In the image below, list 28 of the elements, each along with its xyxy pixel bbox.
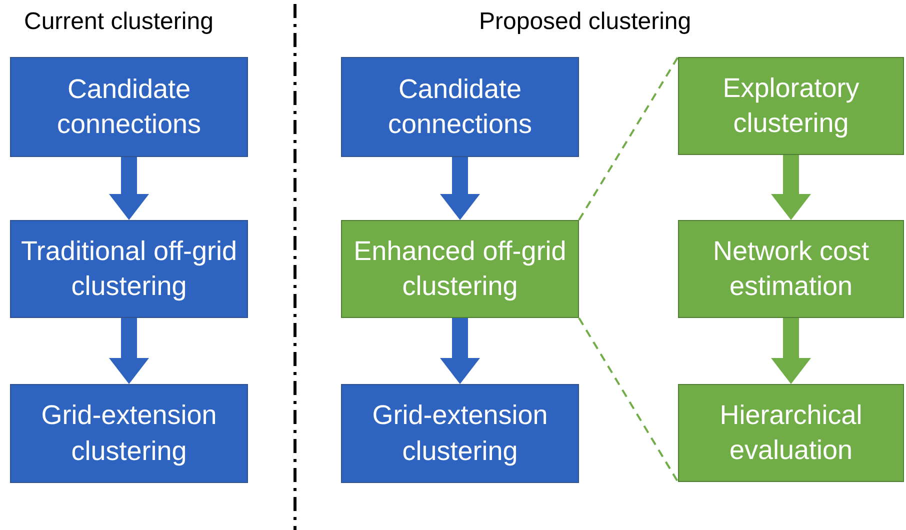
block-arrow	[109, 157, 149, 220]
dashed-line	[578, 56, 679, 221]
box-text: Network cost estimation	[712, 234, 870, 303]
box-text: Grid-extension clustering	[371, 399, 549, 468]
process-box	[10, 220, 248, 318]
process-box	[341, 57, 579, 157]
dashed-line	[578, 317, 679, 483]
column-heading: Current clustering	[24, 8, 214, 36]
column-heading: Proposed clustering	[479, 8, 692, 36]
box-text: Candidate connections	[56, 72, 202, 141]
process-box	[341, 384, 579, 483]
block-arrow	[440, 157, 480, 220]
box-text: Traditional off-grid clustering	[20, 234, 238, 303]
box-text: Exploratory clustering	[722, 72, 860, 140]
box-text: Enhanced off-grid clustering	[352, 234, 568, 303]
block-arrow	[440, 318, 480, 384]
block-arrow	[771, 318, 811, 384]
process-box	[678, 384, 904, 482]
process-box	[10, 57, 248, 157]
process-box	[678, 220, 904, 318]
block-arrow	[771, 155, 811, 220]
process-box	[341, 220, 579, 318]
process-box	[678, 57, 904, 155]
process-box	[10, 384, 248, 483]
box-text: Candidate connections	[386, 72, 534, 141]
box-text: Grid-extension clustering	[40, 399, 218, 468]
block-arrow	[109, 318, 149, 384]
box-text: Hierarchical evaluation	[718, 398, 864, 467]
